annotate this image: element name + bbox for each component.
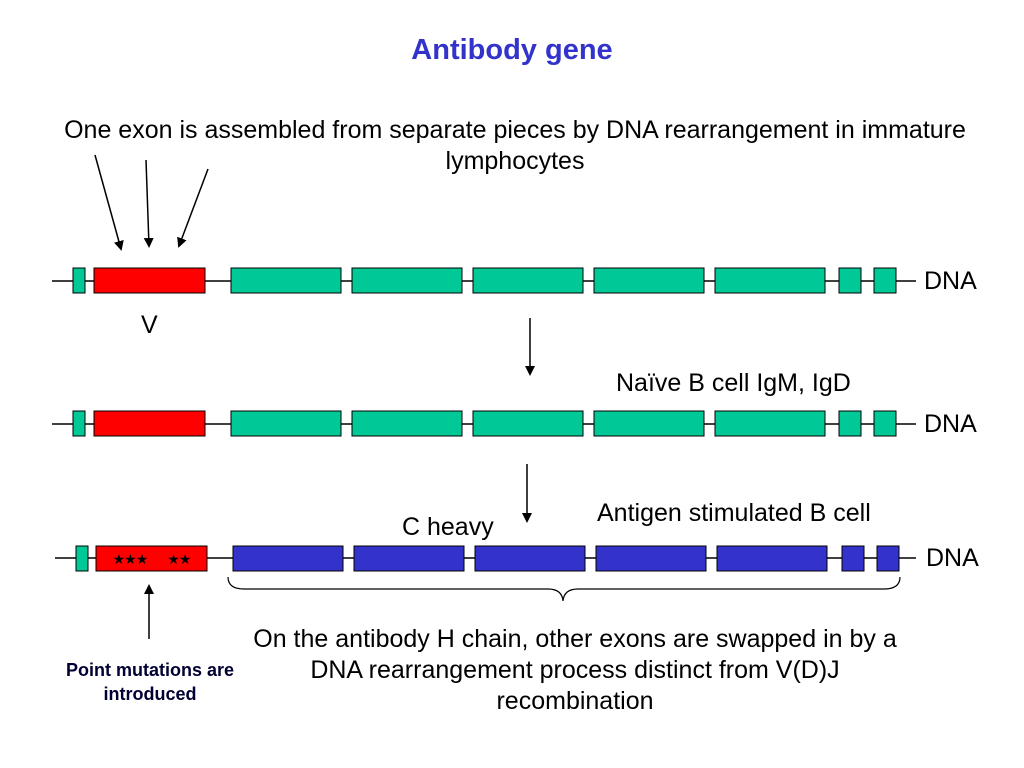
- c-heavy-label: C heavy: [402, 513, 494, 541]
- switched-constant-exon-small: [876, 545, 900, 572]
- constant-exon: [472, 410, 584, 437]
- dna-label-row-1: DNA: [924, 267, 977, 295]
- constant-exon-small: [838, 410, 862, 437]
- constant-exon: [714, 267, 826, 294]
- constant-region-brace: [227, 576, 901, 602]
- rearrangement-arrow-3: [177, 168, 209, 248]
- constant-exon: [230, 410, 342, 437]
- constant-exon: [714, 410, 826, 437]
- mutation-stars-group-1: ★★★: [112, 551, 149, 567]
- switched-constant-exon: [595, 545, 707, 572]
- constant-exon: [472, 267, 584, 294]
- mutated-v-exon: [95, 545, 208, 572]
- v-exon: [93, 410, 206, 437]
- leader-exon: [72, 410, 86, 437]
- antigen-stimulated-caption: Antigen stimulated B cell: [597, 499, 871, 527]
- dna-row-3: [55, 545, 916, 572]
- page-title: Antibody gene: [411, 34, 613, 66]
- constant-exon-small: [838, 267, 862, 294]
- constant-exon: [593, 410, 705, 437]
- dna-label-row-2: DNA: [924, 410, 977, 438]
- switched-constant-exon: [716, 545, 828, 572]
- class-switch-explanation: On the antibody H chain, other exons are…: [253, 625, 897, 715]
- leader-exon: [75, 545, 89, 572]
- constant-exon: [351, 267, 463, 294]
- switched-constant-exon-small: [841, 545, 865, 572]
- mutation-stars-group-2: ★★: [167, 551, 191, 567]
- constant-exon: [230, 267, 342, 294]
- dna-row-2: [52, 410, 916, 437]
- constant-exon-small: [873, 410, 897, 437]
- rearrangement-arrow-1: [94, 154, 124, 251]
- switched-constant-exon: [353, 545, 465, 572]
- constant-exon: [351, 410, 463, 437]
- intro-text: One exon is assembled from separate piec…: [64, 116, 966, 175]
- v-exon: [93, 267, 206, 294]
- v-label: V: [141, 311, 158, 339]
- switched-constant-exon: [474, 545, 586, 572]
- leader-exon: [72, 267, 86, 294]
- dna-row-1: [52, 267, 916, 294]
- naive-b-cell-caption: Naïve B cell IgM, IgD: [616, 369, 851, 397]
- mutation-stars: ★★★ ★★: [96, 547, 207, 571]
- point-mutations-note: Point mutations are introduced: [65, 660, 235, 704]
- rearrangement-arrow-2: [143, 159, 154, 248]
- switched-constant-exon: [232, 545, 344, 572]
- constant-exon-small: [873, 267, 897, 294]
- constant-exon: [593, 267, 705, 294]
- dna-label-row-3: DNA: [926, 544, 979, 572]
